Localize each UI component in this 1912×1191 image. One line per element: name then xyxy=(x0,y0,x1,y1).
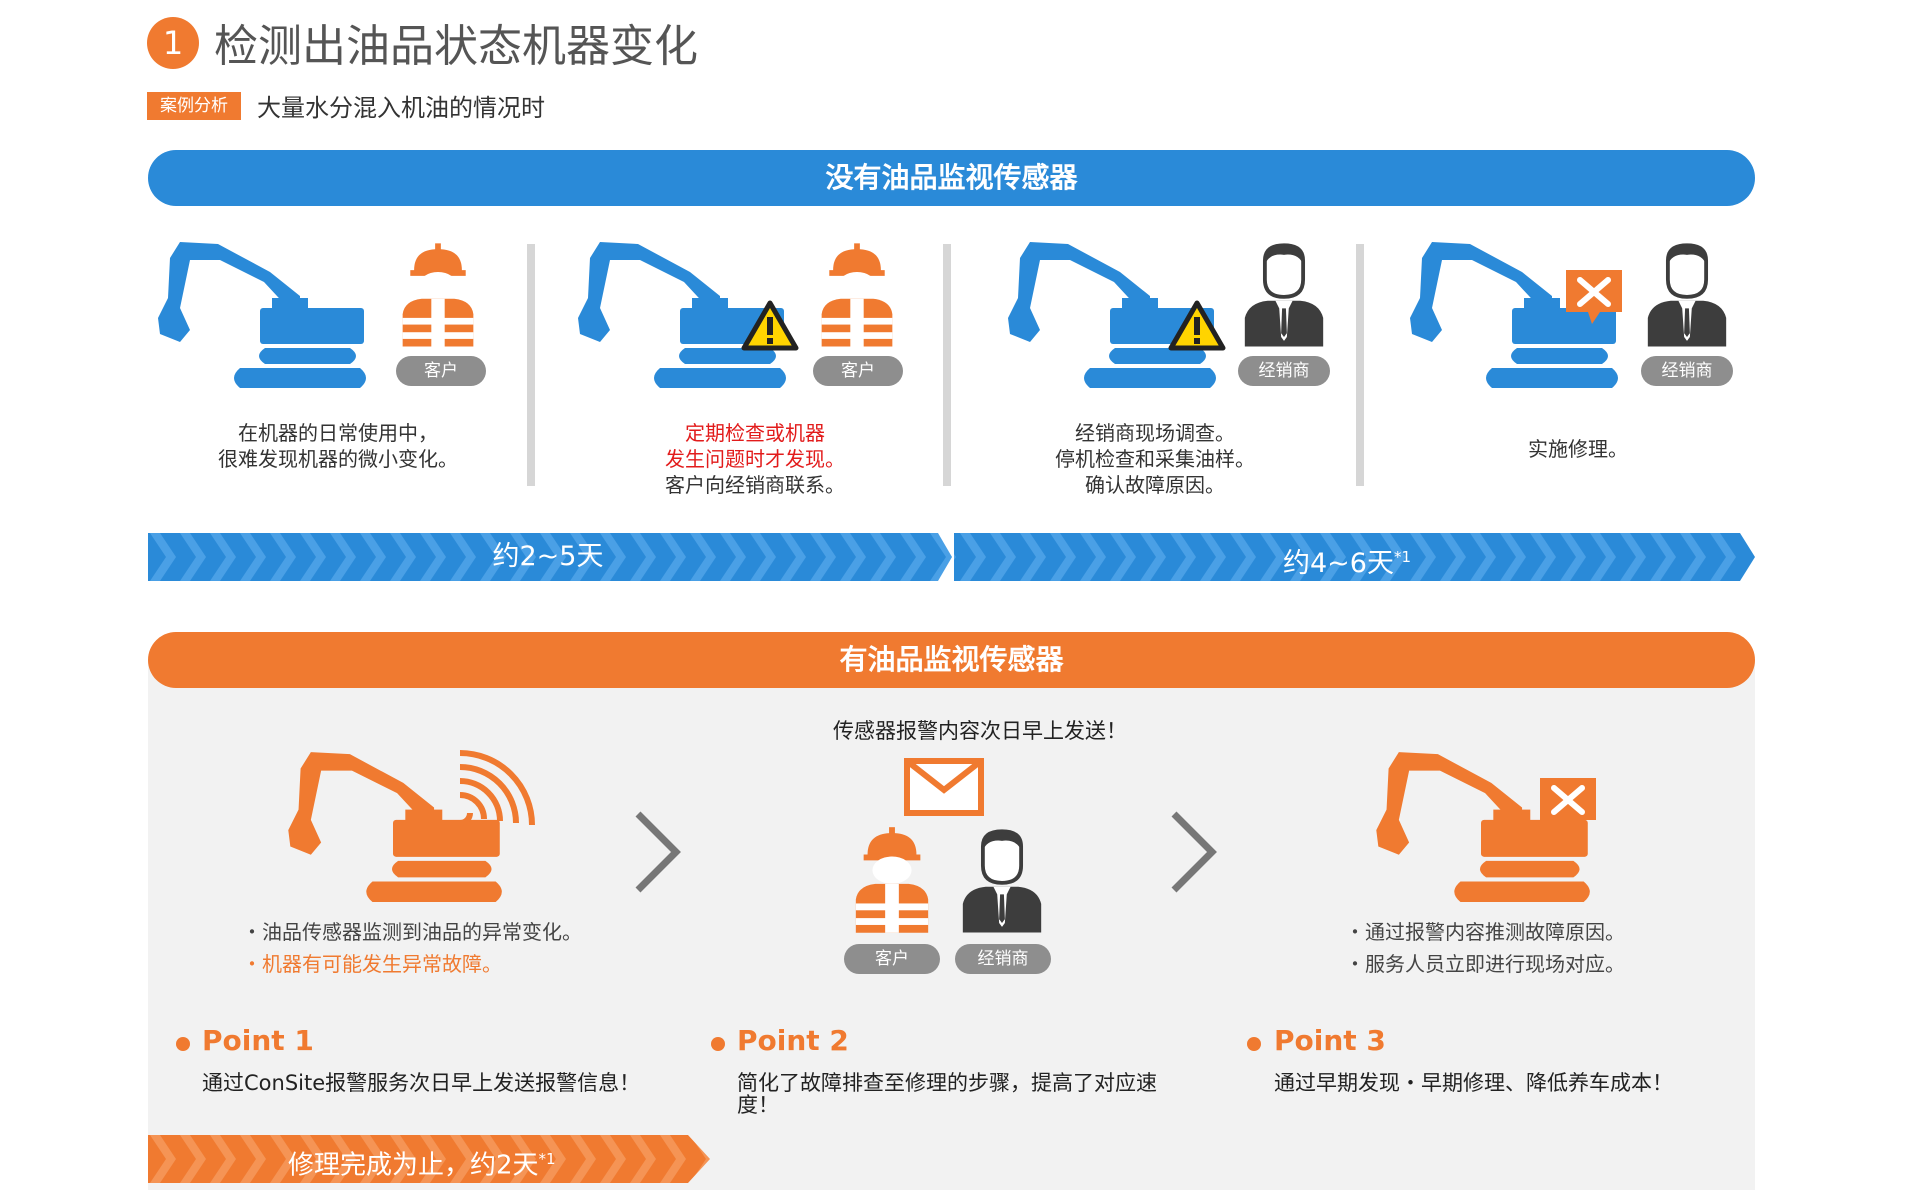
alert-title: 传感器报警内容次日早上发送！ xyxy=(833,719,1127,743)
right-bullets: ・通过报警内容推测故障原因。 ・服务人员立即进行现场对应。 xyxy=(1345,920,1625,976)
panel-4-text: 实施修理。 xyxy=(1528,437,1628,461)
customer-worker-icon xyxy=(848,824,936,934)
role-pill-customer: 客户 xyxy=(396,356,486,386)
with-sensor-banner: 有油品监视传感器 xyxy=(148,632,1755,688)
panel-1-text: 在机器的日常使用中， 很难发现机器的微小变化。 xyxy=(218,421,458,471)
warning-icon xyxy=(1168,300,1226,351)
panel-divider xyxy=(527,244,535,486)
excavator-icon xyxy=(148,238,372,388)
dealer-person-icon xyxy=(959,826,1045,934)
point-bullet xyxy=(711,1037,725,1051)
timeline-label-2: 约4~6天*1 xyxy=(1282,548,1412,579)
repair-duration-arrow xyxy=(148,1135,710,1183)
dealer-person-icon xyxy=(1241,240,1327,348)
repair-tools-icon xyxy=(1566,270,1622,324)
repair-tools-icon xyxy=(1540,778,1596,832)
with-sensor-panel xyxy=(148,660,1755,1190)
wireless-signal-icon xyxy=(459,750,535,826)
repair-duration-label: 修理完成为止，约2天*1 xyxy=(288,1150,556,1181)
customer-worker-icon xyxy=(395,240,481,348)
point-2-desc: 简化了故障排查至修理的步骤，提高了对应速度！ xyxy=(737,1071,1157,1117)
warning-icon xyxy=(741,300,799,351)
point-3-desc: 通过早期发现・早期修理、降低养车成本！ xyxy=(1274,1071,1673,1095)
customer-worker-icon xyxy=(814,240,900,348)
chevron-right-icon xyxy=(635,811,681,893)
role-pill-customer: 客户 xyxy=(844,944,940,974)
point-3-title: Point 3 xyxy=(1274,1024,1386,1057)
chevron-right-icon xyxy=(1171,811,1217,893)
role-pill-dealer: 经销商 xyxy=(1238,356,1330,386)
role-pill-customer: 客户 xyxy=(813,356,903,386)
point-1-desc: 通过ConSite报警服务次日早上发送报警信息！ xyxy=(202,1071,641,1095)
case-description: 大量水分混入机油的情况时 xyxy=(257,94,545,122)
point-1-title: Point 1 xyxy=(202,1024,314,1057)
panel-3-text: 经销商现场调查。 停机检查和采集油样。 确认故障原因。 xyxy=(1055,421,1255,497)
point-bullet xyxy=(176,1037,190,1051)
panel-divider xyxy=(1356,244,1364,486)
without-sensor-banner: 没有油品监视传感器 xyxy=(148,150,1755,206)
timeline-label-1: 约2~5天 xyxy=(492,541,604,572)
left-bullets: ・油品传感器监测到油品的异常变化。 ・机器有可能发生异常故障。 xyxy=(242,920,582,976)
page-title: 检测出油品状态机器变化 xyxy=(214,21,698,72)
role-pill-dealer: 经销商 xyxy=(1641,356,1733,386)
panel-2-text: 定期检查或机器 发生问题时才发现。 客户向经销商联系。 xyxy=(665,421,845,497)
timeline-arrows xyxy=(148,533,1755,581)
panel-divider xyxy=(943,244,951,486)
point-bullet xyxy=(1247,1037,1261,1051)
step-number-badge: 1 xyxy=(147,17,199,69)
envelope-icon xyxy=(904,758,984,816)
point-2-title: Point 2 xyxy=(737,1024,849,1057)
dealer-person-icon xyxy=(1644,240,1730,348)
case-analysis-tag: 案例分析 xyxy=(147,92,241,120)
role-pill-dealer: 经销商 xyxy=(955,944,1051,974)
